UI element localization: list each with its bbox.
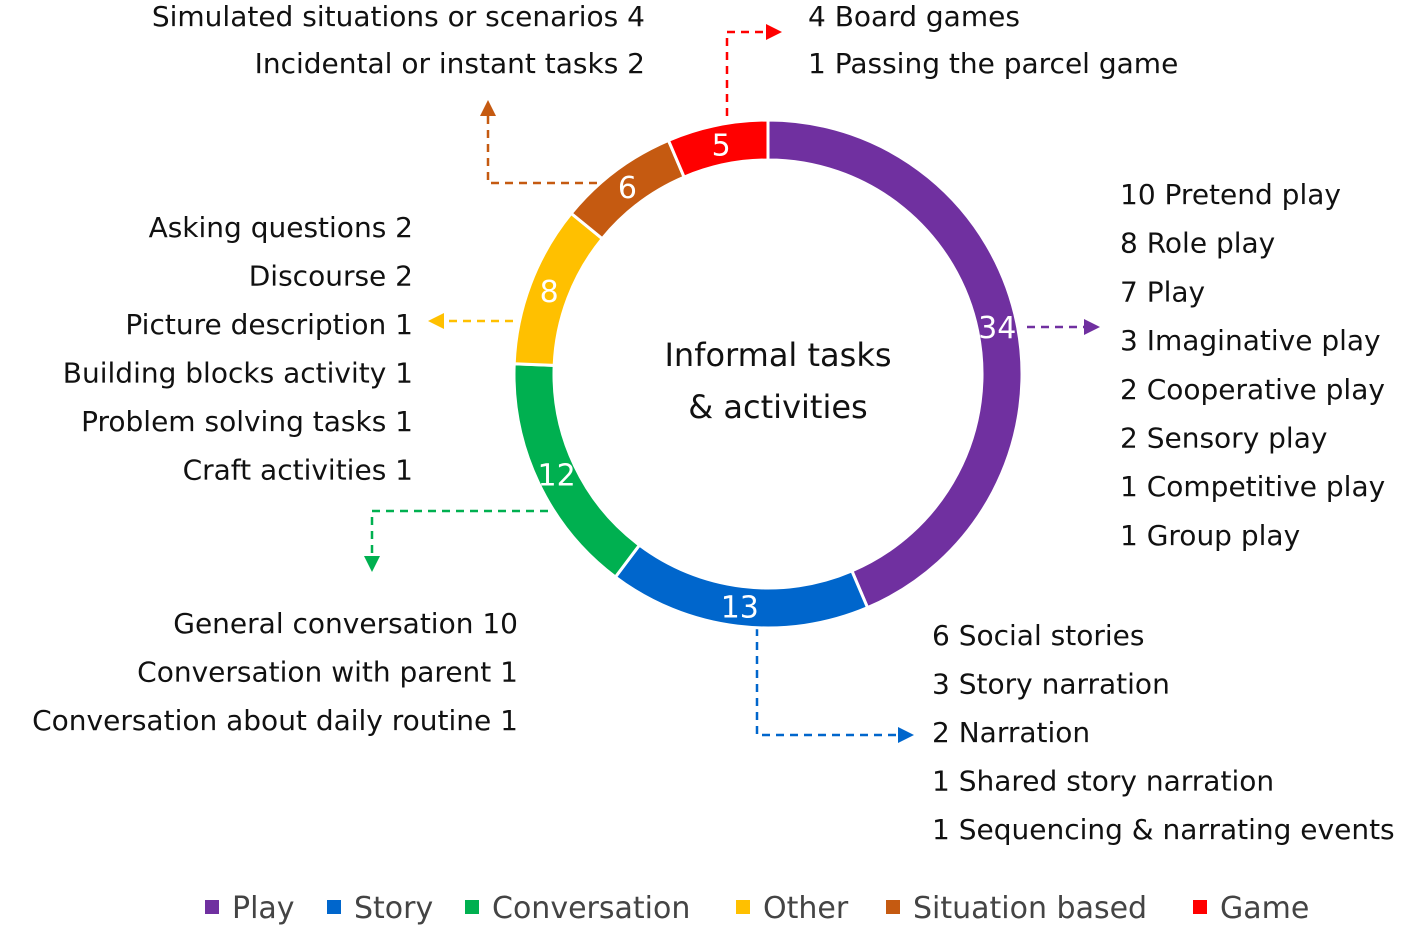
list-item-situation-based: Incidental or instant tasks 2 (255, 47, 645, 80)
legend-label: Other (763, 891, 849, 926)
list-item-play: 2 Sensory play (1120, 422, 1327, 455)
legend-item-game: Game (1193, 891, 1309, 926)
legend-label: Conversation (492, 891, 690, 926)
arrow-other (428, 313, 513, 329)
legend-swatch (465, 900, 479, 914)
legend-item-situation-based: Situation based (886, 891, 1147, 926)
slice-value-label-other: 8 (540, 275, 559, 310)
arrow-conversation (364, 509, 548, 572)
legend-swatch (736, 900, 750, 914)
donut-ring: 34 13 12 8 6 5 (512, 118, 1024, 630)
legend-item-other: Other (736, 891, 849, 926)
slice-value-label-play: 34 (978, 311, 1016, 346)
legend-swatch (327, 900, 341, 914)
legend-swatch (1193, 900, 1207, 914)
list-item-play: 3 Imaginative play (1120, 324, 1381, 357)
list-item-play: 2 Cooperative play (1120, 373, 1385, 406)
list-item-story: 1 Sequencing & narrating events (932, 813, 1395, 846)
arrow-play (1027, 319, 1100, 335)
list-item-story: 1 Shared story narration (932, 765, 1274, 798)
list-item-game: 1 Passing the parcel game (808, 47, 1178, 80)
list-item-conversation: General conversation 10 (173, 607, 518, 640)
list-item-other: Asking questions 2 (149, 211, 413, 244)
list-item-other: Problem solving tasks 1 (81, 405, 413, 438)
slice-value-label-situation-based: 6 (618, 171, 637, 206)
slice-conversation (512, 362, 642, 580)
legend-label: Play (232, 891, 295, 926)
arrow-situation-based (480, 100, 597, 185)
center-label: Informal tasks & activities (664, 336, 891, 426)
list-item-story: 2 Narration (932, 716, 1090, 749)
legend-label: Situation based (913, 891, 1147, 926)
list-item-story: 6 Social stories (932, 619, 1144, 652)
list-item-other: Discourse 2 (249, 260, 413, 293)
connector-arrows (364, 24, 1100, 743)
legend-item-play: Play (205, 891, 295, 926)
center-label-line-1: Informal tasks (664, 336, 891, 374)
list-item-play: 1 Group play (1120, 519, 1300, 552)
slice-value-label-conversation: 12 (537, 458, 575, 493)
list-item-other: Picture description 1 (125, 308, 413, 341)
arrow-game (725, 24, 782, 116)
slice-game (666, 118, 770, 180)
list-item-play: 8 Role play (1120, 227, 1275, 260)
legend-item-story: Story (327, 891, 433, 926)
list-item-game: 4 Board games (808, 0, 1020, 33)
legend-item-conversation: Conversation (465, 891, 690, 926)
list-item-play: 10 Pretend play (1120, 178, 1341, 211)
slice-value-label-story: 13 (721, 590, 759, 625)
slice-value-label-game: 5 (712, 129, 731, 164)
list-item-story: 3 Story narration (932, 668, 1170, 701)
list-item-other: Building blocks activity 1 (63, 357, 413, 390)
arrow-story (755, 628, 914, 743)
list-item-other: Craft activities 1 (183, 454, 413, 487)
legend: Play Story Conversation Other Situation base… (205, 891, 1309, 926)
legend-swatch (886, 900, 900, 914)
list-item-play: 1 Competitive play (1120, 470, 1385, 503)
list-item-play: 7 Play (1120, 275, 1205, 308)
list-item-conversation: Conversation about daily routine 1 (32, 704, 518, 737)
center-label-line-2: & activities (688, 388, 867, 426)
legend-label: Game (1220, 891, 1309, 926)
legend-label: Story (354, 891, 433, 926)
list-item-conversation: Conversation with parent 1 (137, 656, 518, 689)
category-breakdown-lists: 10 Pretend play 8 Role play 7 Play 3 Imagin… (32, 0, 1395, 846)
list-item-situation-based: Simulated situations or scenarios 4 (152, 0, 645, 33)
legend-swatch (205, 900, 219, 914)
